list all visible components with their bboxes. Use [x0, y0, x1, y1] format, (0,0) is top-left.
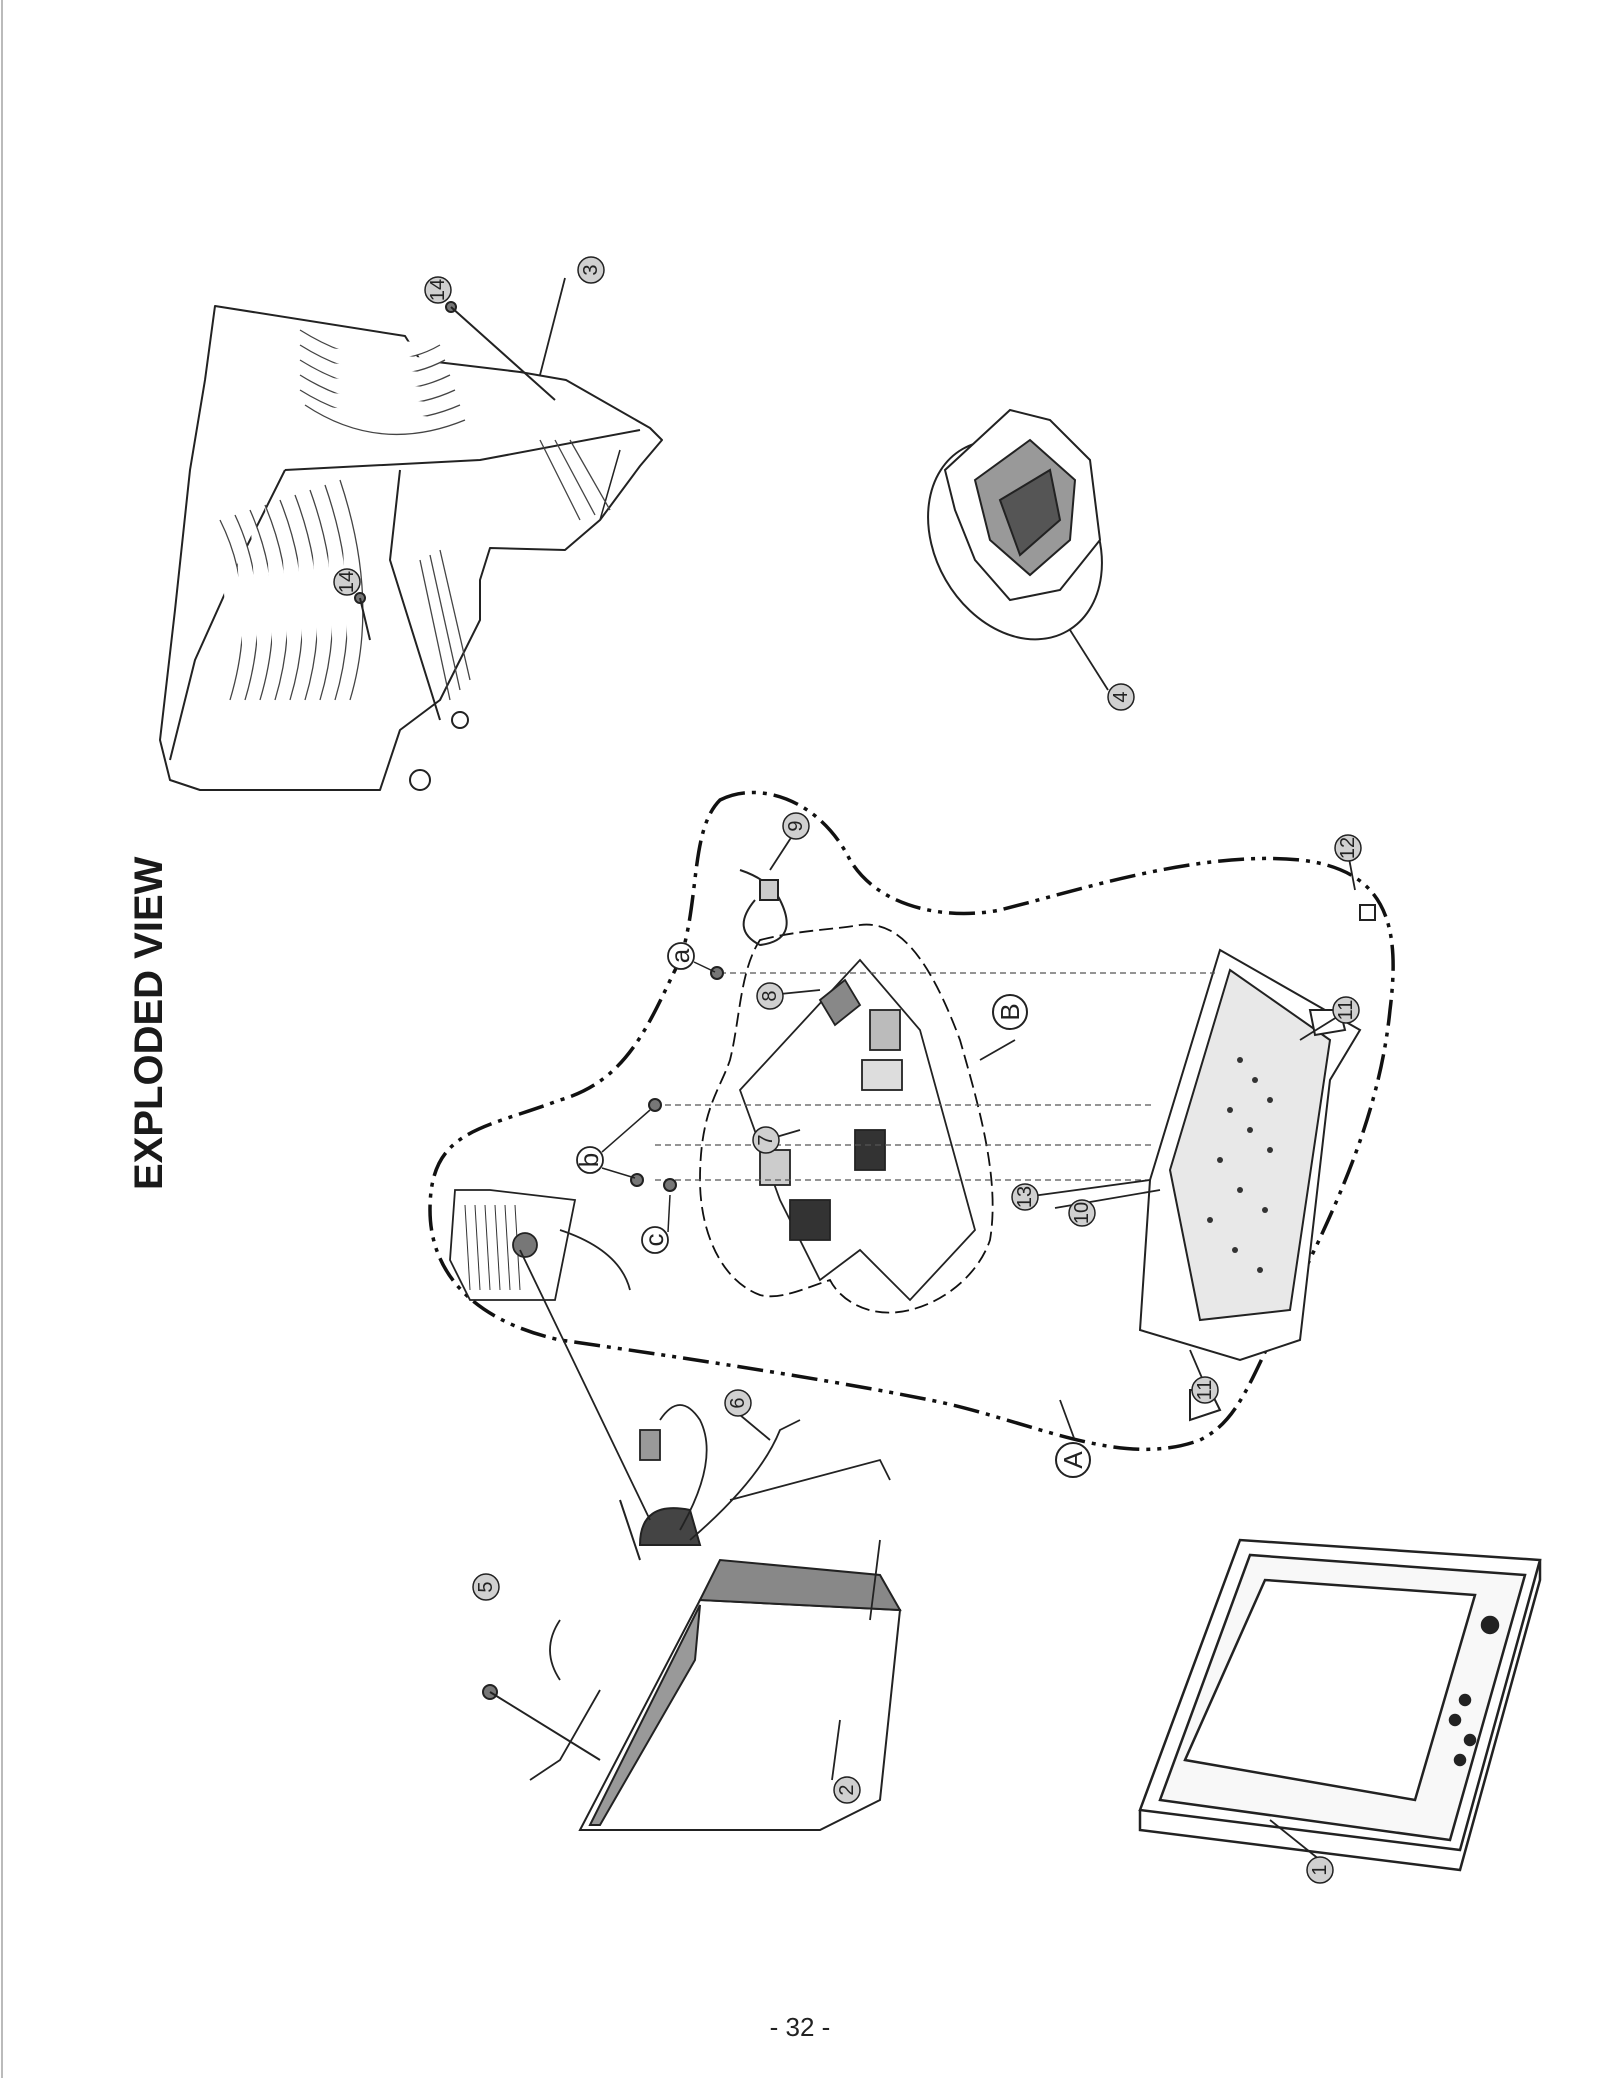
svg-text:5: 5 [475, 1581, 497, 1592]
svg-text:12: 12 [1337, 837, 1359, 859]
callout-6: 6 [724, 1389, 752, 1417]
cable-9-drawing [739, 869, 788, 947]
svg-text:A: A [1058, 1451, 1088, 1469]
svg-text:c: c [639, 1234, 669, 1247]
crt-tube-drawing [578, 1499, 902, 1831]
back-cover-drawing [159, 305, 663, 791]
svg-text:8: 8 [759, 990, 781, 1001]
front-bezel-drawing [1138, 1538, 1542, 1872]
callout-2: 2 [833, 1776, 861, 1804]
svg-text:B: B [995, 1003, 1025, 1020]
page-title: EXPLODED VIEW [127, 856, 171, 1190]
letter-b-leaders [601, 961, 716, 1233]
page-number: - 32 - [769, 2012, 831, 2042]
power-board-drawing [449, 1189, 631, 1301]
svg-text:b: b [574, 1153, 604, 1167]
callout-9: 9 [782, 812, 810, 840]
callout-12: 12 [1334, 834, 1362, 862]
svg-text:a: a [665, 948, 695, 963]
leader-line [519, 1249, 651, 1521]
callout-5: 5 [472, 1573, 500, 1601]
callout-14-top: 14 [424, 276, 452, 304]
callout-4: 4 [1107, 683, 1135, 711]
callout-11-left: 11 [1191, 1376, 1219, 1404]
letter-callout-a-big: A [1055, 1442, 1091, 1478]
letter-callout-c-small: c [639, 1226, 669, 1254]
assembly-b-outline [699, 923, 994, 1314]
stand-base-drawing [927, 408, 1103, 641]
svg-text:1: 1 [1309, 1864, 1331, 1875]
svg-text:11: 11 [1194, 1380, 1216, 1401]
svg-text:3: 3 [580, 264, 602, 275]
svg-text:7: 7 [755, 1134, 777, 1145]
shield-frame-drawing [1138, 904, 1376, 1422]
alignment-lines [655, 972, 1215, 1181]
callout-7: 7 [752, 1126, 780, 1154]
svg-text:10: 10 [1071, 1202, 1093, 1224]
svg-text:13: 13 [1014, 1186, 1036, 1208]
main-board-drawing [738, 958, 977, 1302]
assembly-a-outline [428, 790, 1395, 1452]
svg-text:14: 14 [336, 571, 358, 593]
callout-14-mid: 14 [333, 568, 361, 596]
svg-text:14: 14 [427, 279, 449, 301]
svg-text:6: 6 [727, 1397, 749, 1408]
svg-text:4: 4 [1110, 691, 1132, 702]
callout-13: 13 [1011, 1183, 1039, 1211]
callout-10: 10 [1068, 1199, 1096, 1227]
crt-wires-drawing [529, 1404, 891, 1781]
letter-callout-b-small: b [574, 1146, 604, 1174]
svg-text:11: 11 [1335, 1000, 1357, 1021]
letter-callout-a-small: a [665, 942, 695, 970]
svg-text:2: 2 [836, 1784, 858, 1795]
callout-8: 8 [756, 982, 784, 1010]
callout-11-right: 11 [1332, 996, 1360, 1024]
callout-1: 1 [1306, 1856, 1334, 1884]
callout-3: 3 [577, 256, 605, 284]
svg-text:9: 9 [785, 820, 807, 831]
letter-callout-b-big: B [992, 994, 1028, 1030]
